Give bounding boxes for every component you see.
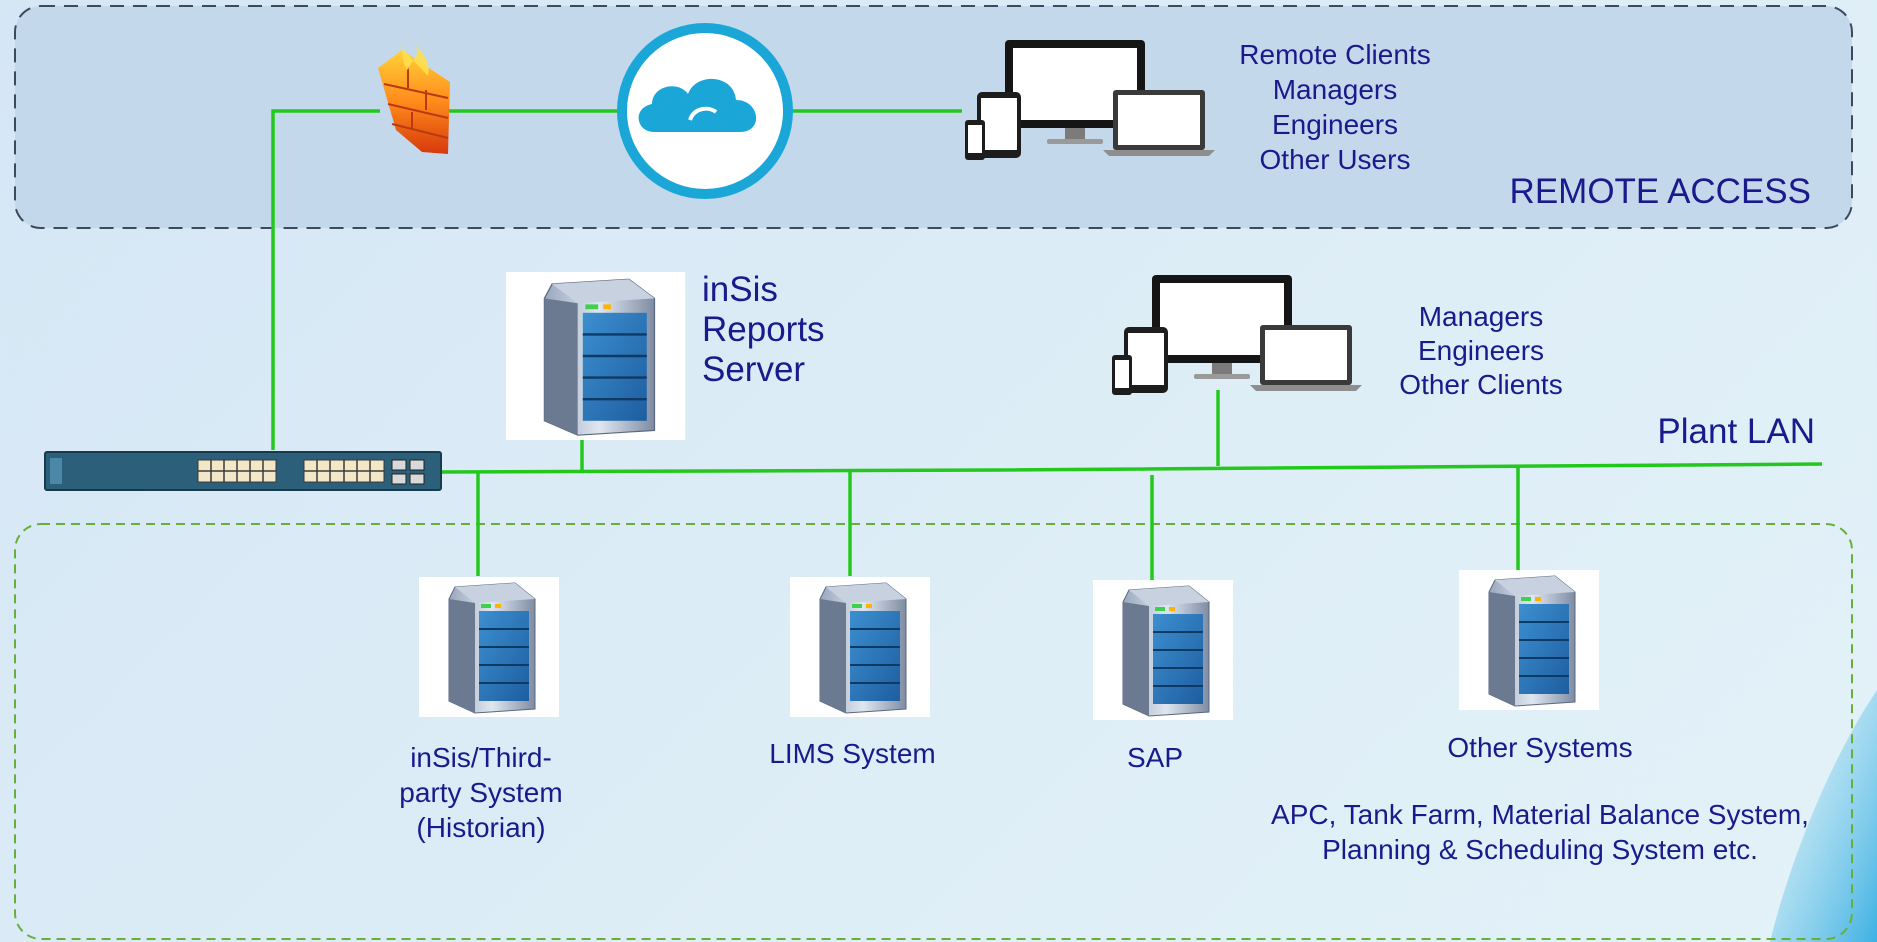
- reports-server-line: Reports: [702, 310, 825, 349]
- lan-clients-label: Managers Engineers Other Clients: [1356, 300, 1606, 402]
- lims-server-icon: [789, 576, 931, 718]
- historian-label: inSis/Third- party System (Historian): [336, 740, 626, 845]
- network-links: [271, 109, 1823, 582]
- lan-other-clients-line: Other Clients: [1399, 369, 1563, 400]
- plant-lan-line: [441, 462, 1823, 474]
- remote-access-zone: [14, 5, 1853, 229]
- remote-clients-label: Remote Clients Managers Engineers Other …: [1170, 37, 1500, 177]
- sap-server-icon: [1092, 579, 1234, 721]
- sap-label: SAP: [1126, 742, 1184, 773]
- link-switch-firewall: [271, 109, 380, 450]
- reports-server-line: Server: [702, 350, 806, 389]
- remote-other-users-line: Other Users: [1259, 144, 1411, 175]
- remote-access-title: REMOTE ACCESS: [1509, 172, 1811, 211]
- historian-label-line: party System: [399, 777, 563, 808]
- lan-managers-line: Managers: [1418, 301, 1544, 332]
- reports-server-line: inSis: [702, 270, 778, 309]
- historian-server-icon: [418, 576, 560, 718]
- cloud-icon: [617, 23, 793, 199]
- remote-managers-line: Managers: [1272, 74, 1398, 105]
- lims-label: LIMS System: [769, 738, 936, 769]
- decorative-wave: [1770, 690, 1877, 942]
- network-switch-icon: [44, 451, 442, 491]
- remote-clients-line: Remote Clients: [1239, 39, 1431, 70]
- historian-label-line: inSis/Third-: [410, 742, 552, 773]
- plant-lan-label: Plant LAN: [1657, 412, 1815, 451]
- reports-server-label: inSis Reports Server: [702, 270, 825, 390]
- firewall-icon: [378, 44, 450, 154]
- other-systems-note-line: APC, Tank Farm, Material Balance System,: [1271, 799, 1809, 830]
- reports-server-icon: [504, 270, 687, 442]
- other-systems-note-line: Planning & Scheduling System etc.: [1322, 834, 1758, 865]
- other-systems-label: Other Systems: [1447, 732, 1633, 763]
- plant-systems-zone: [14, 523, 1853, 940]
- other-systems-server-icon: [1458, 569, 1600, 711]
- lan-devices-icon: [1112, 275, 1362, 395]
- other-systems-note: APC, Tank Farm, Material Balance System,…: [1200, 797, 1877, 867]
- historian-label-line: (Historian): [416, 812, 546, 843]
- remote-engineers-line: Engineers: [1271, 109, 1399, 140]
- lan-engineers-line: Engineers: [1417, 335, 1545, 366]
